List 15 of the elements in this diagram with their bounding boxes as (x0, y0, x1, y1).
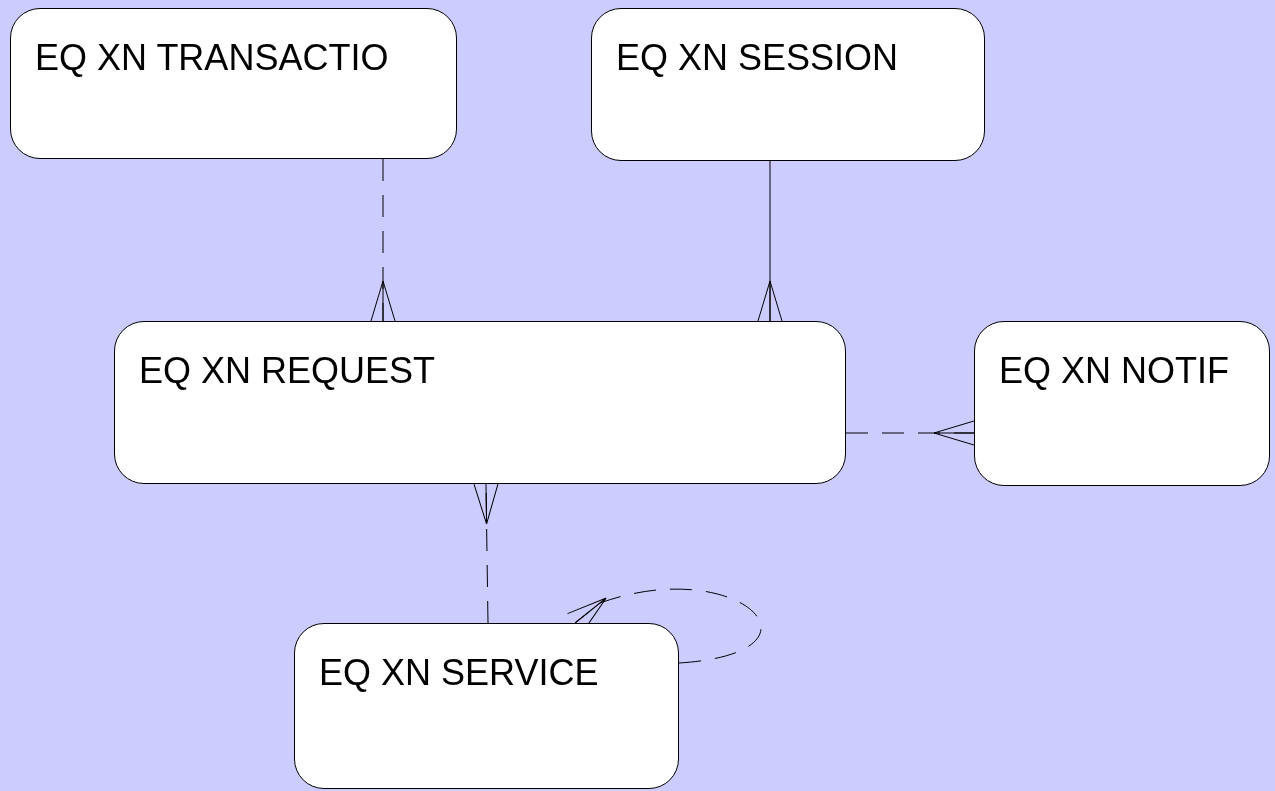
entity-name: EQ XN SERVICE (319, 652, 599, 694)
entity-name: EQ XN SESSION (616, 37, 899, 79)
relationship-line (473, 483, 499, 624)
relationship-line (845, 420, 975, 446)
entity-box (974, 321, 1270, 486)
entity-box (10, 8, 457, 159)
relationship-line (370, 158, 396, 322)
entity-box (114, 321, 846, 484)
entity-box (591, 8, 985, 161)
entity-name: EQ XN REQUEST (139, 350, 436, 392)
entity-box (294, 623, 679, 789)
entity-name: EQ XN TRANSACTIO (35, 37, 389, 79)
relationship-line (757, 160, 783, 322)
self-relationship-line (567, 588, 761, 664)
entity-name: EQ XN NOTIF (999, 350, 1229, 392)
